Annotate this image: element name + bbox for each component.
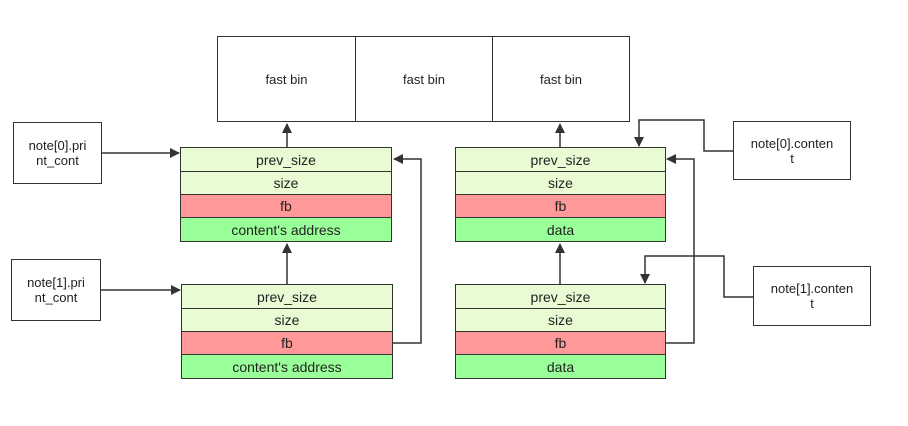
arrow-left-bottom-fb-to-left-top <box>393 154 422 344</box>
note1-print-line2: nt_cont <box>34 290 78 305</box>
fast-bin-0-label: fast bin <box>265 71 308 87</box>
note1-print-cont-box: note[1].pri nt_cont <box>11 259 101 321</box>
note1-print-line1: note[1].pri <box>27 275 85 290</box>
chunk-left-bottom-fb: fb <box>181 331 393 355</box>
fast-bin-2-label: fast bin <box>540 71 582 87</box>
note1-content-box: note[1].conten t <box>753 266 871 326</box>
note1-content-line1: note[1].conten <box>770 281 854 296</box>
chunk-right-top-fb: fb <box>455 194 666 218</box>
note0-print-line1: note[0].pri <box>28 138 87 153</box>
arrow-right-bottom-fb-to-right-top <box>666 154 695 344</box>
arrow-note1-content-to-right-bottom <box>640 255 753 298</box>
chunk-right-bottom-data: data <box>455 354 666 379</box>
chunk-right-bottom-prev-size: prev_size <box>455 284 666 309</box>
note0-content-line1: note[0].conten <box>750 135 834 151</box>
chunk-left-top-content: content's address <box>180 217 392 242</box>
chunk-right-top-data: data <box>455 217 666 242</box>
fast-bin-2: fast bin <box>492 36 630 122</box>
chunk-left-bottom-content: content's address <box>181 354 393 379</box>
note1-content-line2: t <box>810 296 814 311</box>
fast-bin-0: fast bin <box>217 36 356 122</box>
chunk-right-bottom-size: size <box>455 308 666 332</box>
chunk-right-top-prev-size: prev_size <box>455 147 666 172</box>
chunk-right-top-size: size <box>455 171 666 195</box>
note0-content-box: note[0].conten t <box>733 121 851 180</box>
fast-bin-1-label: fast bin <box>403 71 445 87</box>
arrow-note0-content-to-right-top <box>634 119 733 152</box>
note0-content-line2: t <box>790 150 794 166</box>
chunk-left-top-size: size <box>180 171 392 195</box>
chunk-left-top-fb: fb <box>180 194 392 218</box>
note0-print-line2: nt_cont <box>36 153 79 168</box>
fast-bin-1: fast bin <box>355 36 493 122</box>
note0-print-cont-box: note[0].pri nt_cont <box>13 122 102 184</box>
chunk-left-top-prev-size: prev_size <box>180 147 392 172</box>
